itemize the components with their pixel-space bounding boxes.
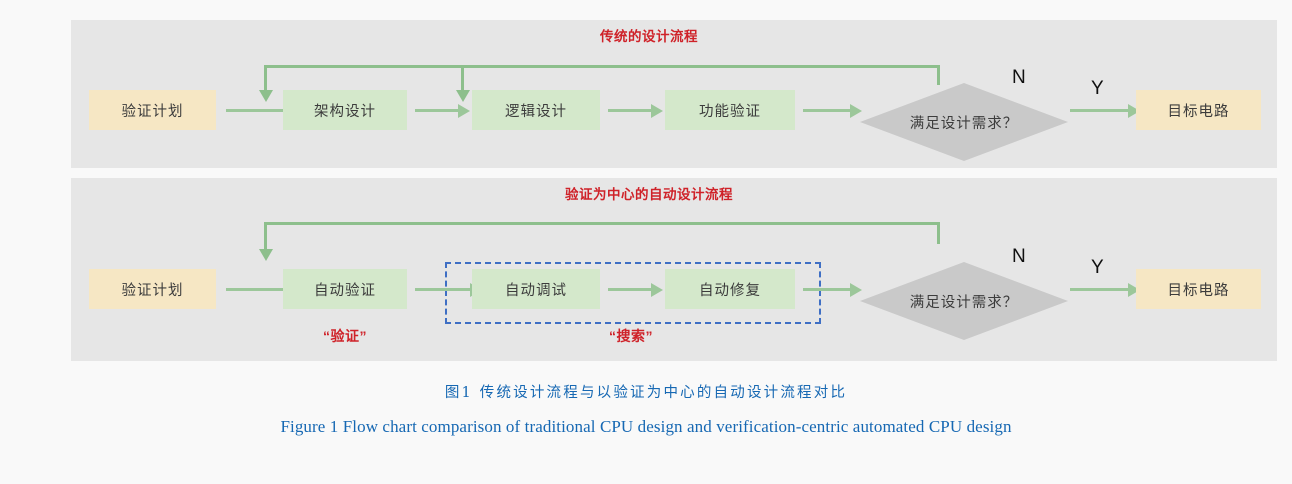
decision-meets-design-requirements[interactable]: 满足设计需求？ xyxy=(860,83,1068,161)
arrow-logic-to-functional-verification xyxy=(608,103,663,118)
branch-label-no-auto: N xyxy=(1012,246,1026,267)
decision-label: 满足设计需求？ xyxy=(909,115,1019,132)
branch-label-yes: Y xyxy=(1091,78,1104,99)
node-architecture-design[interactable]: 架构设计 xyxy=(283,90,407,130)
node-verification-plan-auto[interactable]: 验证计划 xyxy=(89,269,216,309)
traditional-feedback-arrow-to-architecture xyxy=(258,65,273,102)
node-target-circuit[interactable]: 目标电路 xyxy=(1136,90,1261,130)
node-logic-design[interactable]: 逻辑设计 xyxy=(472,90,600,130)
annotation-search: “搜索” xyxy=(609,328,653,344)
traditional-feedback-riser xyxy=(937,65,940,85)
traditional-feedback-arrow-to-logic xyxy=(455,65,470,102)
search-group-box xyxy=(445,262,821,324)
node-auto-debug[interactable]: 自动调试 xyxy=(472,269,600,309)
figure-caption-chinese: 图1 传统设计流程与以验证为中心的自动设计流程对比 xyxy=(444,385,848,401)
automated-feedback-line xyxy=(264,222,940,225)
automated-feedback-riser xyxy=(937,222,940,244)
branch-label-yes-auto: Y xyxy=(1091,257,1104,278)
arrow-architecture-to-logic xyxy=(415,103,470,118)
automated-flow-panel: 验证为中心的自动设计流程 验证计划 自动验证 自动调试 自动修复 满足设计需求？… xyxy=(71,178,1277,361)
traditional-feedback-line xyxy=(264,65,940,68)
arrow-auto-verification-to-auto-debug xyxy=(415,282,482,297)
traditional-flow-title: 传统的设计流程 xyxy=(600,29,698,44)
arrow-auto-repair-to-decision xyxy=(803,282,862,297)
automated-feedback-arrow-to-auto-verification xyxy=(258,222,273,261)
automated-flow-title: 验证为中心的自动设计流程 xyxy=(565,187,733,202)
arrow-decision-to-target-circuit-auto xyxy=(1070,282,1140,297)
node-auto-verification[interactable]: 自动验证 xyxy=(283,269,407,309)
node-auto-repair[interactable]: 自动修复 xyxy=(665,269,795,309)
branch-label-no: N xyxy=(1012,67,1026,88)
arrow-functional-verification-to-decision xyxy=(803,103,862,118)
node-verification-plan[interactable]: 验证计划 xyxy=(89,90,216,130)
node-functional-verification[interactable]: 功能验证 xyxy=(665,90,795,130)
decision-label: 满足设计需求？ xyxy=(909,294,1019,311)
decision-meets-design-requirements-auto[interactable]: 满足设计需求？ xyxy=(860,262,1068,340)
annotation-verification: “验证” xyxy=(323,328,367,344)
figure-caption-english: Figure 1 Flow chart comparison of tradit… xyxy=(280,417,1012,436)
node-target-circuit-auto[interactable]: 目标电路 xyxy=(1136,269,1261,309)
traditional-flow-panel: 传统的设计流程 验证计划 架构设计 逻辑设计 功能验证 满足设计需求？ N Y … xyxy=(71,20,1277,168)
arrow-decision-to-target-circuit xyxy=(1070,103,1140,118)
arrow-auto-debug-to-auto-repair xyxy=(608,282,663,297)
